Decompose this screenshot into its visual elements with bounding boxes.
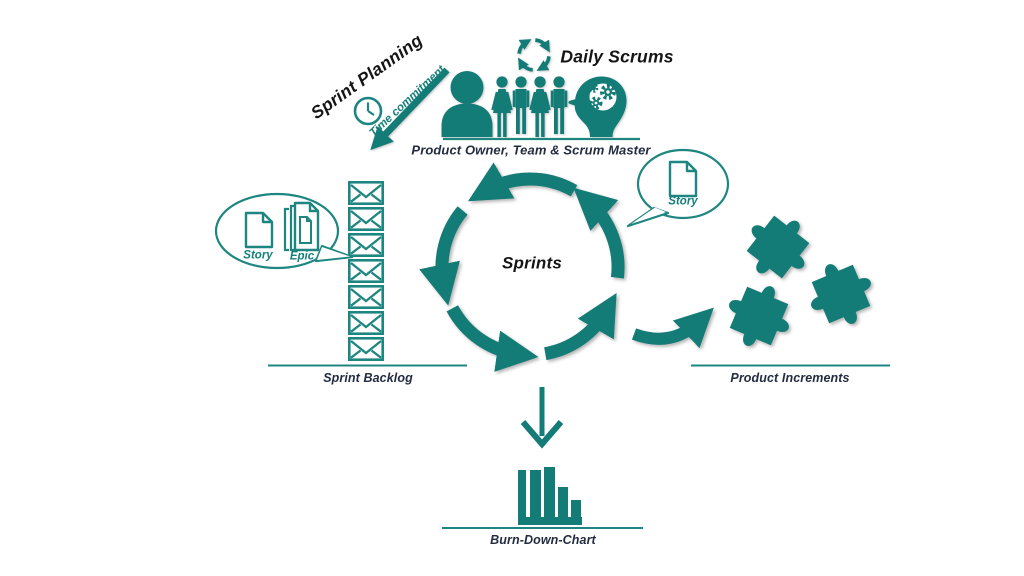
scrum-master-icon (568, 76, 627, 137)
burndown-chart-icon (518, 467, 582, 525)
backlog-item-envelope-icon (347, 336, 385, 362)
puzzle-pieces-icon (716, 201, 884, 359)
story-callout (626, 148, 730, 228)
sprints-title: Sprints (502, 253, 562, 273)
gear-icon (588, 83, 616, 110)
clock-icon (353, 96, 383, 126)
story-epic-callout (214, 192, 354, 270)
sprint-backlog-caption: Sprint Backlog (323, 370, 413, 385)
backlog-envelopes (347, 181, 385, 362)
backlog-item-envelope-icon (347, 258, 385, 284)
increment-arrow (631, 307, 714, 349)
story-document-icon (244, 211, 274, 249)
story-left-label: Story (243, 249, 273, 262)
burn-down-caption: Burn-Down-Chart (490, 532, 596, 547)
product-increments-caption: Product Increments (730, 370, 850, 385)
backlog-item-envelope-icon (347, 310, 385, 336)
team-icon (491, 75, 568, 139)
team-caption: Product Owner, Team & Scrum Master (411, 142, 651, 158)
sprint-cycle-arrows (419, 162, 625, 372)
story-right-label: Story (668, 195, 698, 208)
epic-label: Epic (289, 250, 315, 263)
backlog-item-envelope-icon (347, 207, 385, 231)
backlog-item-envelope-icon (347, 181, 385, 205)
burndown-arrow (520, 387, 564, 449)
backlog-item-envelope-icon (347, 233, 385, 257)
daily-scrums-title: Daily Scrums (560, 46, 674, 67)
daily-scrums-icon (517, 38, 551, 72)
time-commitment-arrow (370, 67, 450, 151)
backlog-item-envelope-icon (347, 284, 385, 310)
product-owner-icon (441, 71, 493, 137)
story-document-icon (668, 160, 698, 198)
epic-document-icon (283, 201, 320, 252)
